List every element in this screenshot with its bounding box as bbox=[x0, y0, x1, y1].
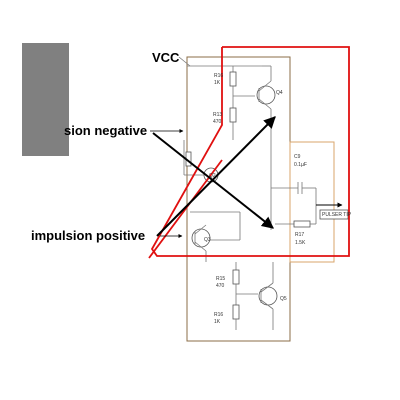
r15-value: 470 bbox=[216, 283, 225, 289]
q4-collector bbox=[258, 80, 272, 92]
resistor-r16-bottom bbox=[232, 304, 240, 320]
c9-name: C9 bbox=[294, 154, 301, 160]
r16-top-value: 1K bbox=[214, 80, 221, 86]
r16-top-name: R16 bbox=[214, 73, 223, 79]
arrow-positive-to-q4 bbox=[156, 116, 276, 237]
pulser-tip-box bbox=[319, 209, 349, 220]
r16-bottom-value: 1K bbox=[214, 319, 221, 325]
q4-emitter bbox=[258, 98, 272, 110]
r17-name: R17 bbox=[295, 232, 304, 238]
impulsion-negative-label: sion negative bbox=[64, 123, 147, 138]
resistor-r17 bbox=[293, 220, 311, 228]
r15-name: R15 bbox=[216, 276, 225, 282]
resistor-r13 bbox=[229, 107, 237, 123]
resistor-r16-top bbox=[229, 71, 237, 87]
q4-name: Q4 bbox=[276, 90, 283, 96]
red-signal-path bbox=[150, 46, 350, 257]
q3-name: Q3 bbox=[204, 237, 211, 243]
transistor-q5 bbox=[258, 286, 278, 306]
vcc-wire bbox=[178, 56, 191, 67]
impulsion-positive-label: impulsion positive bbox=[31, 228, 145, 243]
red-diagonal bbox=[148, 159, 223, 259]
q3-emitter bbox=[194, 241, 207, 252]
r17-value: 1.5K bbox=[295, 240, 306, 246]
c9-value: 0.1µF bbox=[294, 162, 307, 168]
q5-emitter bbox=[260, 299, 274, 310]
q5-collector bbox=[260, 282, 274, 293]
vcc-label: VCC bbox=[152, 50, 180, 65]
transistor-q4 bbox=[256, 85, 276, 105]
q5-name: Q5 bbox=[280, 296, 287, 302]
r16-bottom-name: R16 bbox=[214, 312, 223, 318]
r13-name: R13 bbox=[213, 112, 222, 118]
output-frame bbox=[289, 141, 335, 263]
r13-value: 470 bbox=[213, 119, 222, 125]
pulser-tip-label: PULSER TIP bbox=[322, 212, 352, 218]
gray-block bbox=[22, 43, 69, 156]
resistor-r15 bbox=[232, 269, 240, 285]
q3-collector bbox=[194, 224, 207, 235]
q2-name: Q2 bbox=[209, 173, 216, 179]
